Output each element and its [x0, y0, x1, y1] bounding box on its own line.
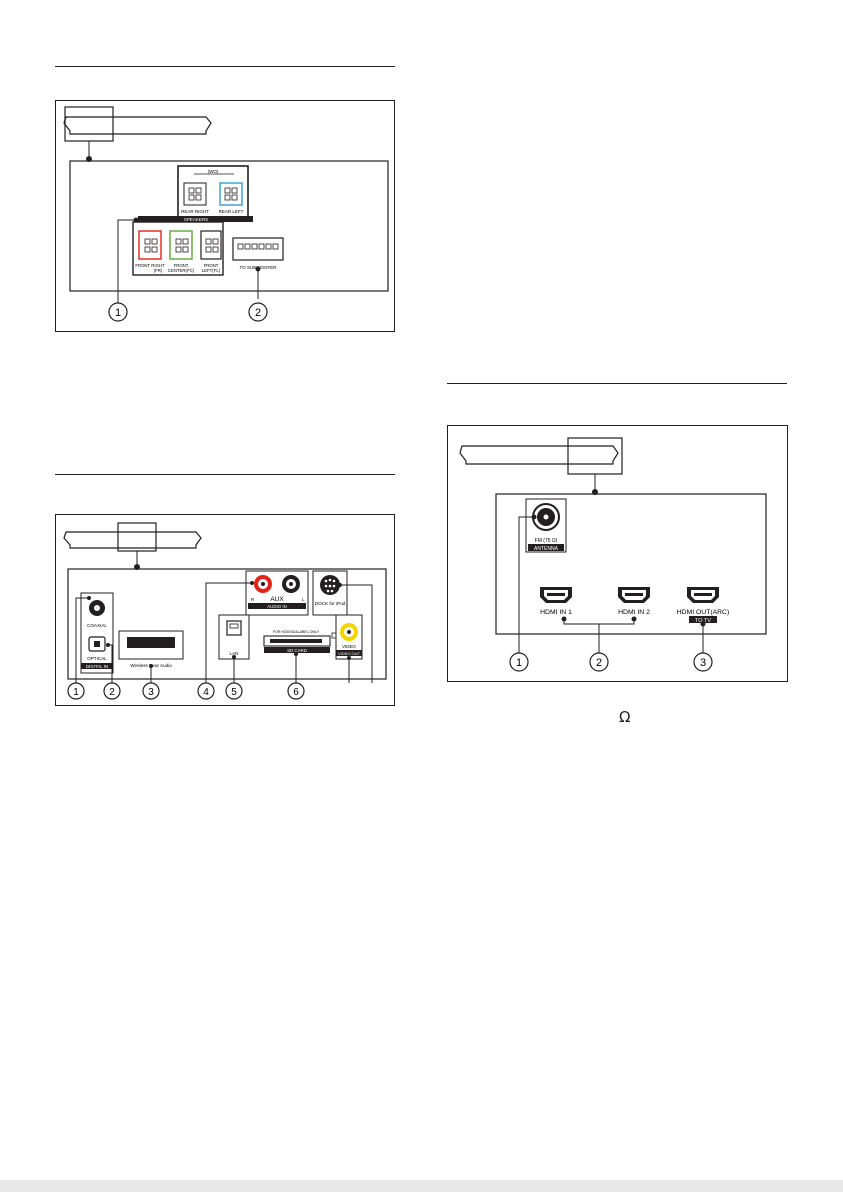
zoom-marker: [117, 522, 157, 552]
dock-label: DOCK for iPod: [315, 601, 346, 606]
front-right-label: FRONT RIGHT: [135, 263, 165, 268]
sd-card-label: SD CARD: [287, 648, 307, 653]
callout-4: 4: [203, 687, 209, 698]
audio-in-label: AUDIO IN: [267, 604, 287, 609]
to-tv-label: TO TV: [695, 618, 711, 624]
figure-audio-connectors: COAXIAL OPTICAL DIGITAL IN Wireless Rear…: [55, 514, 395, 706]
hdmi-diagram: FM (75 Ω) ANTENNA HDMI IN 1 HDMI IN 2 HD…: [459, 437, 767, 672]
front-center-sub-label: CENTER(FC): [168, 268, 195, 273]
speakers-title: SPEAKERS: [184, 217, 208, 222]
callout-1: 1: [73, 687, 79, 698]
callout-3: 3: [700, 657, 706, 669]
hdmi-in-2-label: HDMI IN 2: [618, 609, 650, 616]
front-left-label: FRONT: [204, 263, 219, 268]
callout-1: 1: [516, 657, 522, 669]
hdmi-out-label: HDMI OUT(ARC): [677, 609, 729, 616]
antenna-label: ANTENNA: [534, 546, 559, 552]
audio-diagram: COAXIAL OPTICAL DIGITAL IN Wireless Rear…: [63, 522, 387, 700]
aux-label: AUX: [270, 596, 284, 603]
video-label: VIDEO: [342, 644, 356, 649]
callout-2: 2: [596, 657, 602, 669]
rear-right-label: REAR RIGHT: [181, 209, 209, 214]
rear-left-label: REAR LEFT: [219, 209, 244, 214]
video-out-label: VIDEO OUT: [338, 651, 361, 656]
front-left-sub-label: LEFT(FL): [202, 268, 221, 273]
front-right-sub-label: (FR): [154, 268, 163, 273]
wo-label: (WO): [208, 169, 219, 174]
section-rule-speakers: [55, 66, 395, 67]
fm-label: FM (75 Ω): [535, 538, 558, 544]
coaxial-label: COAXIAL: [87, 623, 107, 628]
zoom-marker: [567, 437, 623, 475]
lan-label: LAN: [230, 651, 239, 656]
section-rule-audio: [55, 474, 395, 475]
front-center-label: FRONT: [174, 263, 189, 268]
aux-r-label: R: [251, 597, 254, 602]
callout-2: 2: [255, 307, 261, 319]
zoom-panel: [67, 568, 387, 680]
digital-in-label: DIGITAL IN: [86, 664, 108, 669]
zoom-panel: [69, 160, 389, 292]
speaker-diagram: (WO) REAR RIGHT REAR LEFT SPEAKERS FRONT…: [63, 106, 389, 322]
callout-6: 6: [293, 687, 299, 698]
callout-2: 2: [109, 687, 115, 698]
sd-note-label: FOR HDD/SD&LABEL ONLY: [273, 630, 320, 634]
page-footer-strip: [0, 1180, 843, 1192]
optical-label: OPTICAL: [87, 656, 107, 661]
hdmi-in-1-label: HDMI IN 1: [540, 609, 572, 616]
figure-hdmi-connectors: FM (75 Ω) ANTENNA HDMI IN 1 HDMI IN 2 HD…: [447, 425, 788, 682]
speakers-banner: [138, 216, 253, 222]
zoom-panel: [495, 493, 767, 635]
callout-3: 3: [148, 687, 154, 698]
ohm-symbol: Ω: [619, 708, 631, 726]
section-rule-hdmi: [447, 383, 787, 384]
aux-l-label: L: [302, 597, 305, 602]
callout-5: 5: [231, 687, 237, 698]
figure-speaker-connectors: (WO) REAR RIGHT REAR LEFT SPEAKERS FRONT…: [55, 100, 395, 332]
callout-1: 1: [115, 307, 121, 319]
zoom-marker: [64, 106, 114, 142]
